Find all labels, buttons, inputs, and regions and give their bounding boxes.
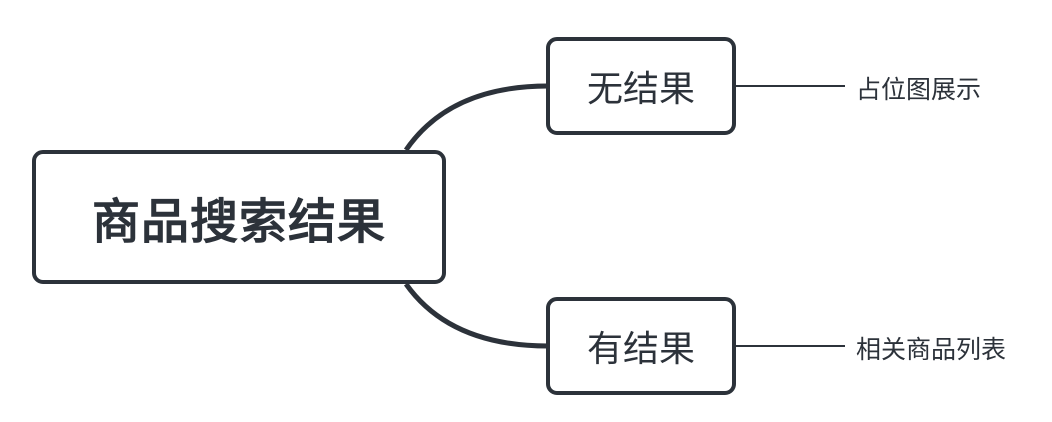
connector-root-to-no-result	[403, 83, 549, 152]
branch-node-has-result[interactable]: 有结果	[546, 297, 736, 395]
branch-node-label: 有结果	[586, 329, 695, 370]
leaf-node-related-product-list[interactable]: 相关商品列表	[856, 335, 1007, 364]
root-node-label: 商品搜索结果	[91, 194, 386, 250]
root-node[interactable]: 商品搜索结果	[32, 150, 446, 284]
connector-root-to-has-result	[403, 282, 549, 349]
leaf-node-placeholder-display[interactable]: 占位图展示	[856, 75, 982, 104]
branch-node-label: 无结果	[586, 69, 695, 110]
branch-node-no-result[interactable]: 无结果	[546, 37, 736, 135]
